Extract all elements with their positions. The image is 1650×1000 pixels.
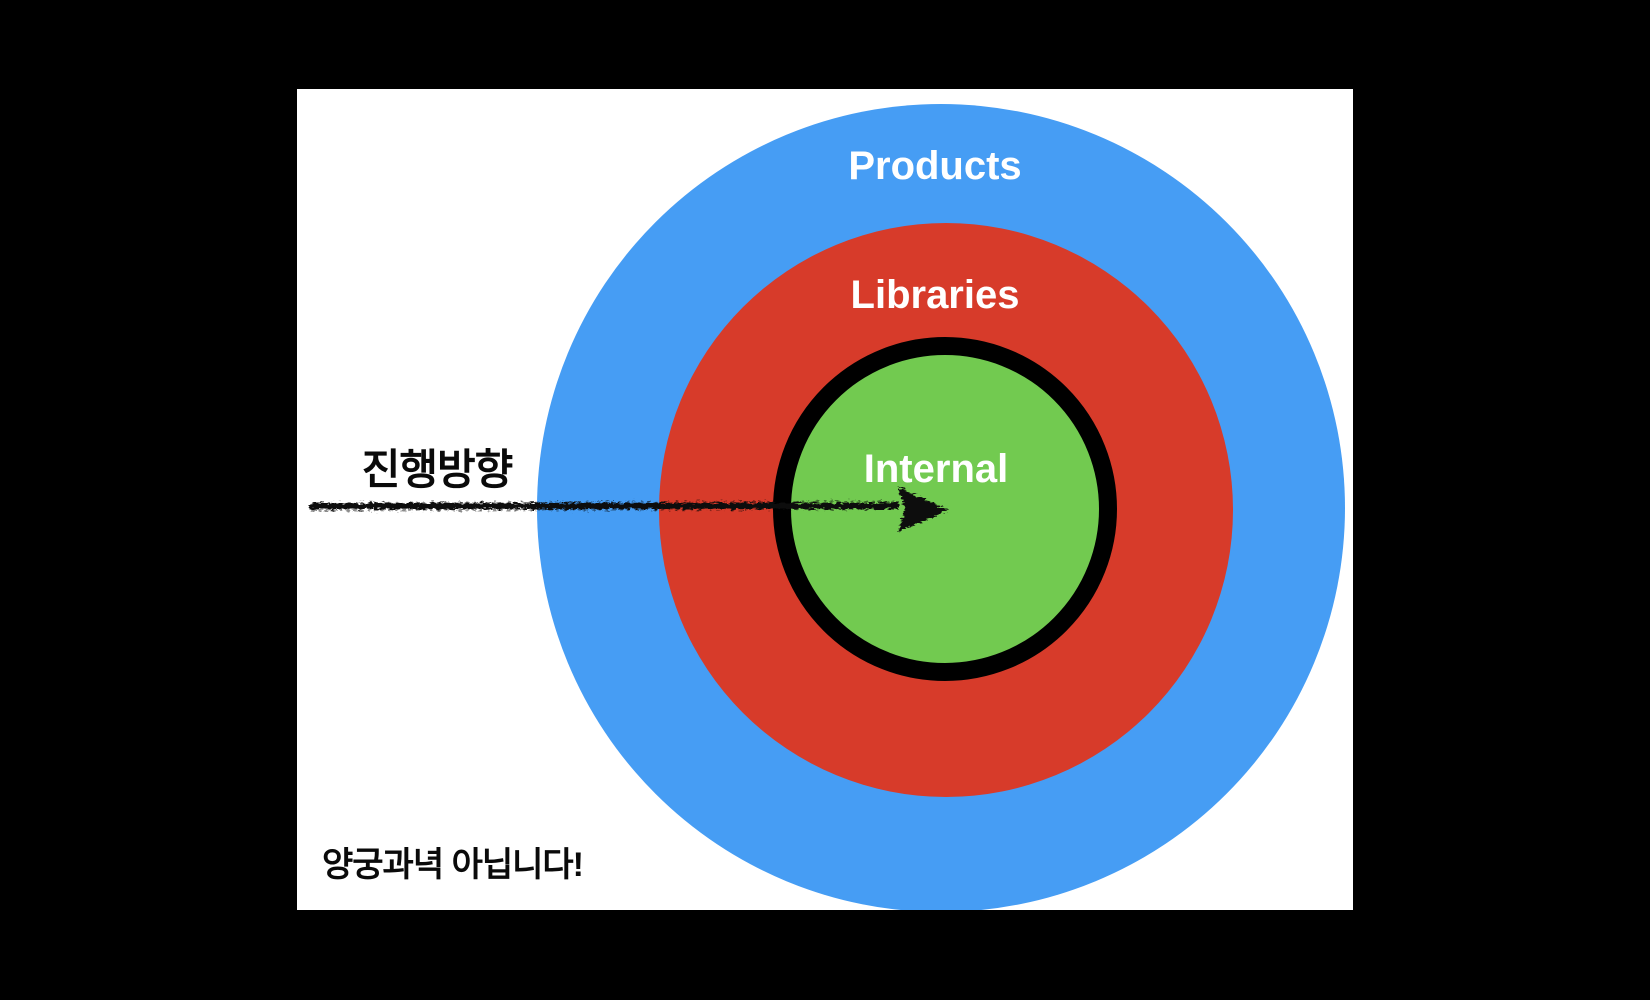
ring-label-products: Products xyxy=(848,144,1022,188)
footnote-text: 양궁과녁 아닙니다! xyxy=(322,846,584,884)
ring-label-libraries: Libraries xyxy=(850,273,1020,317)
direction-arrowhead xyxy=(898,487,948,532)
direction-arrow-shaft-texture xyxy=(310,500,896,512)
slide-canvas: Products Libraries Internal 진행방향 양궁과녁 아닙… xyxy=(297,89,1353,910)
arrow-direction-label: 진행방향 xyxy=(361,446,514,493)
direction-arrow xyxy=(309,487,948,532)
target-diagram xyxy=(309,104,1345,910)
ring-label-internal: Internal xyxy=(863,447,1009,491)
